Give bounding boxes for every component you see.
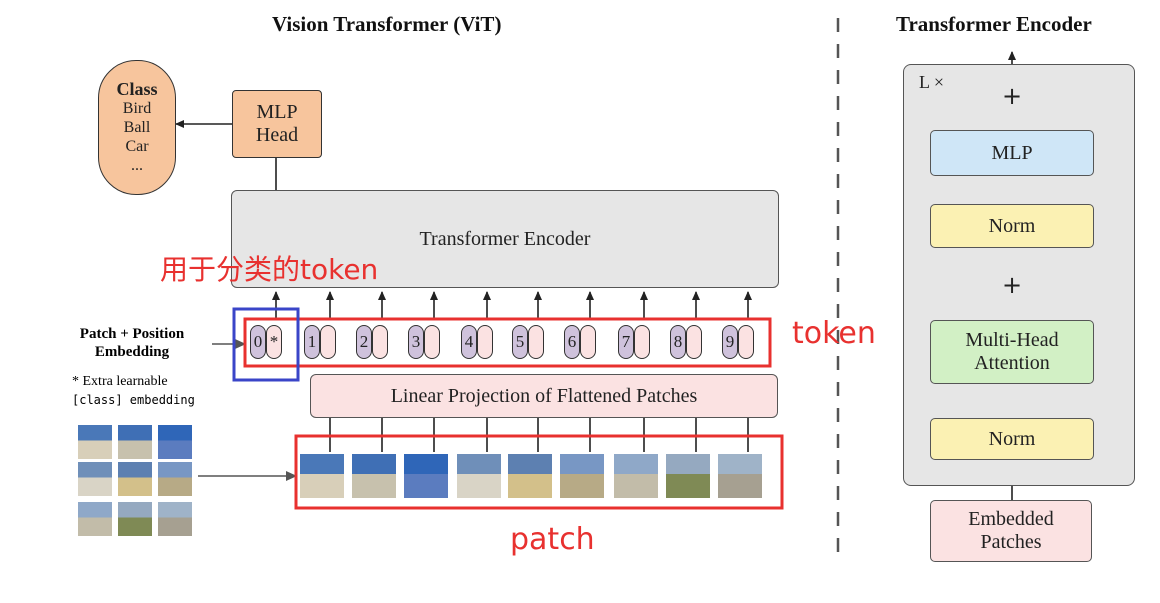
class-box: Class Bird Ball Car ...: [98, 60, 176, 195]
class-item: Bird: [122, 100, 152, 117]
image-grid-tile: [118, 462, 152, 496]
multi-head-attention-block: Multi-Head Attention: [930, 320, 1094, 384]
patch-thumbnail: [718, 454, 762, 498]
patch-thumbnail: [352, 454, 396, 498]
annotation-token: token: [792, 316, 876, 351]
encoder-title: Transformer Encoder: [896, 12, 1092, 36]
position-token: 0: [250, 325, 266, 359]
patch-thumbnail: [508, 454, 552, 498]
image-grid-tile: [78, 502, 112, 536]
embedding-token: *: [266, 325, 282, 359]
cls-token-highlight-box: [232, 307, 300, 382]
image-grid-tile: [78, 425, 112, 459]
image-grid-tile: [118, 425, 152, 459]
add-symbol-lower: +: [1001, 271, 1023, 299]
embedding-token: [634, 325, 650, 359]
image-grid-tile: [158, 462, 192, 496]
patch-thumbnail: [666, 454, 710, 498]
norm-block-top: Norm: [930, 204, 1094, 248]
position-token: 5: [512, 325, 528, 359]
patch-position-embedding-label: Patch + Position Embedding: [79, 326, 185, 360]
patch-thumbnail: [614, 454, 658, 498]
position-token: 7: [618, 325, 634, 359]
embedded-patches-block: Embedded Patches: [930, 500, 1092, 562]
class-item: Ball: [123, 119, 151, 136]
embedding-token: [528, 325, 544, 359]
embedding-token: [424, 325, 440, 359]
image-grid-tile: [158, 425, 192, 459]
vit-title: Vision Transformer (ViT): [272, 12, 502, 36]
patch-thumbnail: [300, 454, 344, 498]
embedding-token: [738, 325, 754, 359]
repeat-label: L ×: [919, 72, 944, 92]
transformer-encoder-box: Transformer Encoder: [231, 190, 779, 288]
annotation-patch: patch: [510, 522, 595, 557]
position-token: 1: [304, 325, 320, 359]
linear-projection-label: Linear Projection of Flattened Patches: [390, 384, 698, 407]
norm-block-bottom: Norm: [930, 418, 1094, 460]
patch-thumbnail: [457, 454, 501, 498]
embedding-token: [320, 325, 336, 359]
add-symbol-upper: +: [1001, 82, 1023, 110]
position-token: 6: [564, 325, 580, 359]
embedding-token: [580, 325, 596, 359]
patch-thumbnail: [404, 454, 448, 498]
token-arrows: [272, 291, 752, 319]
linear-projection-box: Linear Projection of Flattened Patches: [310, 374, 778, 418]
transformer-encoder-label: Transformer Encoder: [419, 227, 591, 250]
mlp-block: MLP: [930, 130, 1094, 176]
image-grid-tile: [158, 502, 192, 536]
image-grid-tile: [78, 462, 112, 496]
mlp-head-line1: MLP: [256, 101, 298, 123]
token-highlight-box: [243, 317, 772, 368]
position-token: 2: [356, 325, 372, 359]
embedding-token: [372, 325, 388, 359]
class-item: Car: [125, 138, 149, 155]
image-grid-tile: [118, 502, 152, 536]
embedding-token: [477, 325, 493, 359]
extra-learnable-note: * Extra learnable [class] embedding: [72, 374, 195, 407]
position-token: 8: [670, 325, 686, 359]
mlp-head-line2: Head: [255, 124, 299, 146]
class-item: ...: [131, 157, 143, 174]
embedding-token: [686, 325, 702, 359]
class-title: Class: [116, 79, 158, 99]
position-token: 4: [461, 325, 477, 359]
annotation-cls-token: 用于分类的token: [160, 253, 379, 286]
mlp-head-box: MLP Head: [232, 90, 322, 158]
patch-highlight-box: [294, 434, 784, 510]
patch-thumbnail: [560, 454, 604, 498]
position-token: 3: [408, 325, 424, 359]
position-token: 9: [722, 325, 738, 359]
